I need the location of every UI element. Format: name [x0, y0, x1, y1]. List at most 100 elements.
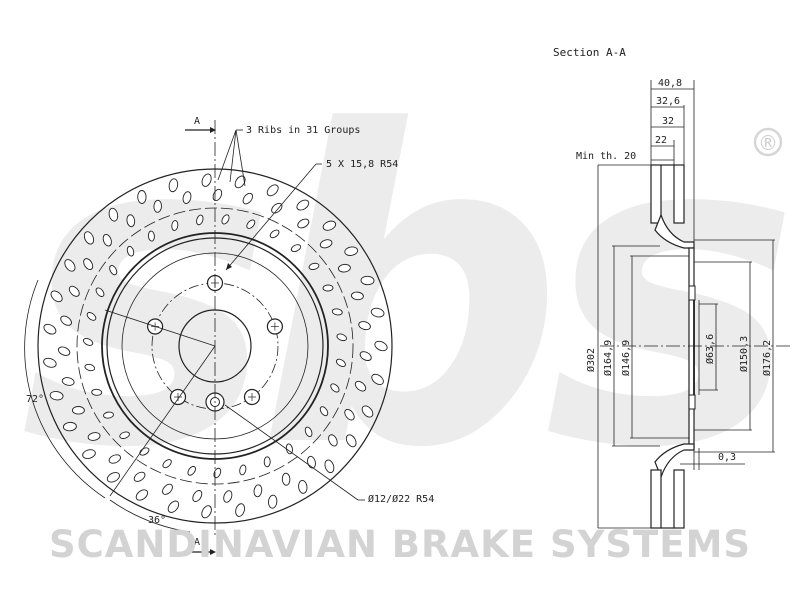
drill-hole: [62, 421, 77, 432]
drill-hole: [221, 214, 230, 225]
drill-hole: [102, 233, 112, 247]
drill-hole: [133, 471, 146, 482]
drill-hole: [84, 363, 96, 372]
dim-offset: 0,3: [718, 452, 736, 463]
angle-72-label: 72°: [26, 394, 44, 405]
ribs-note: 3 Ribs in 31 Groups: [217, 125, 360, 187]
dim-d-176: Ø176,2: [761, 340, 773, 376]
drill-hole: [126, 214, 136, 228]
drill-hole: [87, 432, 101, 441]
drill-hole-pattern: [43, 173, 388, 519]
registered-mark: ®: [758, 131, 778, 155]
drill-hole: [298, 479, 308, 494]
drill-hole: [324, 459, 335, 474]
front-view: A A 3 Ribs in 31 Groups 5 X 15,8 R54: [24, 116, 434, 555]
drill-hole: [331, 308, 343, 316]
drill-hole: [135, 489, 149, 501]
drill-hole: [49, 390, 64, 401]
drill-hole: [201, 505, 212, 519]
drill-hole: [147, 230, 155, 242]
drill-hole: [359, 351, 372, 361]
drill-hole: [266, 184, 279, 197]
drill-hole: [43, 357, 57, 368]
drill-hole: [235, 503, 245, 517]
drill-hole: [361, 405, 374, 418]
drill-hole: [126, 245, 135, 257]
drill-hole: [269, 229, 280, 239]
diameter-dimensions: Ø302 Ø164,9 Ø146,9 Ø63,6 Ø150,3: [585, 164, 775, 529]
drill-hole: [57, 346, 71, 356]
dim-width-2: 32,6: [656, 96, 680, 107]
drill-hole: [171, 220, 179, 231]
angle-36-label: 36°: [148, 515, 166, 526]
drill-hole: [330, 383, 340, 393]
section-profile: [600, 164, 790, 529]
drill-hole: [64, 259, 76, 272]
drill-hole: [83, 258, 94, 271]
drill-hole: [296, 199, 310, 211]
drill-hole: [86, 312, 97, 321]
drill-hole: [153, 199, 162, 213]
drill-hole: [196, 214, 204, 226]
drill-hole: [290, 244, 302, 253]
drill-hole: [354, 380, 367, 392]
drill-hole: [60, 315, 72, 326]
drill-hole: [137, 190, 147, 204]
drill-hole: [344, 408, 355, 421]
section-marker-top: A: [185, 116, 216, 133]
drill-hole: [119, 431, 130, 439]
drill-hole: [297, 218, 310, 229]
dim-d-146: Ø146,9: [620, 340, 632, 376]
section-title: Section A-A: [553, 46, 626, 59]
drill-hole: [304, 426, 313, 438]
drill-hole: [336, 333, 347, 342]
drill-hole: [344, 246, 359, 256]
section-marker-top-label: A: [194, 116, 200, 127]
drill-hole: [71, 406, 85, 415]
drill-hole: [162, 483, 173, 495]
drill-hole: [83, 231, 95, 245]
drill-hole: [167, 500, 180, 513]
drill-hole: [192, 490, 203, 502]
ribs-note-text: 3 Ribs in 31 Groups: [246, 125, 360, 136]
hole-note-text: Ø12/Ø22 R54: [368, 493, 434, 505]
brand-tagline: SCANDINAVIAN BRAKE SYSTEMS: [49, 523, 751, 566]
dim-width-3: 32: [662, 116, 674, 127]
section-marker-bottom-label: A: [194, 537, 200, 548]
drill-hole: [106, 472, 120, 483]
drill-hole: [253, 484, 263, 498]
drill-hole: [50, 290, 63, 303]
width-dimensions: 40,8 32,6 32 22 Min th. 20: [576, 78, 695, 242]
drill-hole: [239, 464, 247, 476]
drill-hole: [285, 443, 293, 455]
section-view: Section A-A: [553, 46, 790, 529]
hole-note: Ø12/Ø22 R54: [224, 404, 434, 505]
drill-hole: [337, 263, 351, 273]
drill-hole: [108, 207, 119, 222]
drill-hole: [162, 459, 172, 469]
drill-hole: [350, 291, 364, 301]
drill-hole: [371, 373, 384, 385]
drill-hole: [268, 494, 278, 509]
drill-hole: [223, 490, 233, 503]
drill-hole: [358, 321, 371, 331]
drill-hole: [61, 377, 75, 386]
drill-hole: [335, 358, 346, 368]
dim-d-164: Ø164,9: [602, 340, 614, 376]
drill-hole: [360, 275, 375, 286]
drill-hole: [43, 323, 57, 335]
angle-36-dimension: 36°: [109, 499, 191, 533]
drill-hole: [82, 337, 94, 346]
drill-hole: [345, 434, 357, 448]
drill-hole: [370, 307, 385, 318]
drill-hole: [308, 262, 320, 270]
drill-hole: [281, 472, 291, 486]
drill-hole: [108, 454, 121, 464]
drill-hole: [242, 192, 253, 205]
drill-hole: [187, 465, 196, 476]
dim-min-thickness: Min th. 20: [576, 151, 636, 162]
dim-width-4: 22: [655, 135, 667, 146]
drill-hole: [95, 287, 105, 297]
dim-d-63: Ø63,6: [704, 334, 716, 364]
